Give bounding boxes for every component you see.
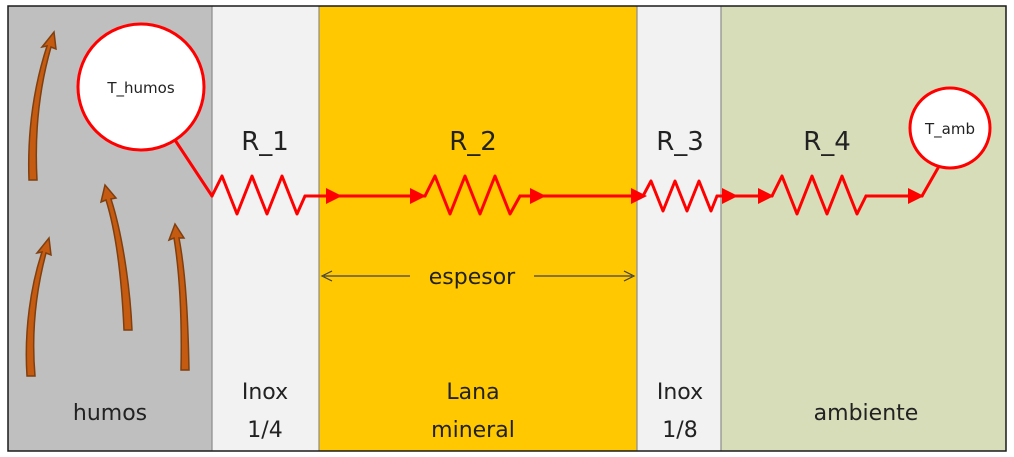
labels: T_humos T_amb R_1 R_2 R_3 R_4 espesor hu… (73, 79, 975, 443)
layer-inox-1-8-label-line2: 1/8 (662, 418, 697, 443)
smoke-arrow-icon (167, 222, 190, 371)
dimension-arrowhead-left-icon (320, 270, 333, 282)
smoke-flow-arrows (25, 30, 190, 377)
smoke-arrow-icon (99, 183, 133, 331)
flow-arrowhead-icon (722, 188, 738, 204)
layer-ambiente-label: ambiente (814, 401, 919, 426)
resistor-r1-label: R_1 (241, 127, 289, 157)
flow-arrowhead-icon (326, 188, 342, 204)
layer-inox-1-4-label-line2: 1/4 (247, 418, 282, 443)
resistor-r3-zigzag (641, 179, 719, 213)
temperature-nodes (76, 22, 992, 170)
layer-ambiente-region (721, 6, 1006, 451)
connector-line (173, 138, 214, 198)
layer-lana-label-line2: mineral (431, 418, 515, 443)
flow-arrowhead-icon (530, 188, 546, 204)
layer-lana-mineral-region (319, 6, 637, 451)
resistor-r2-label: R_2 (449, 127, 497, 157)
connector-line (920, 166, 940, 198)
resistor-r1-zigzag (210, 174, 307, 216)
node-t-amb-label: T_amb (924, 120, 975, 139)
layer-inox-1-4-region (212, 6, 319, 451)
flow-arrowhead-icon (631, 188, 647, 204)
dimension-arrowhead-right-icon (623, 270, 636, 282)
layer-lana-label-line1: Lana (446, 380, 499, 405)
layer-separators (211, 6, 722, 451)
flow-arrowhead-icon (908, 188, 924, 204)
heat-flow-arrowheads (326, 188, 924, 204)
resistor-r2-zigzag (423, 174, 522, 216)
layers (8, 6, 1006, 451)
resistor-r4-zigzag (770, 174, 868, 216)
resistor-r4-label: R_4 (803, 127, 851, 157)
layer-humos-label: humos (73, 401, 147, 426)
node-t-amb-circle (908, 86, 992, 170)
diagram-frame (7, 5, 1007, 452)
thickness-dimension (320, 270, 636, 282)
layer-inox-1-8-label-line1: Inox (657, 380, 703, 405)
resistor-r3-label: R_3 (656, 127, 704, 157)
flow-arrowhead-icon (410, 188, 426, 204)
node-t-humos-label: T_humos (106, 79, 174, 98)
smoke-arrow-icon (25, 236, 52, 377)
layer-inox-1-4-label-line1: Inox (242, 380, 288, 405)
thickness-label: espesor (429, 265, 516, 290)
layer-inox-1-8-region (637, 6, 721, 451)
node-t-humos-circle (76, 22, 206, 152)
smoke-arrow-icon (27, 30, 57, 181)
flow-arrowhead-icon (758, 188, 774, 204)
